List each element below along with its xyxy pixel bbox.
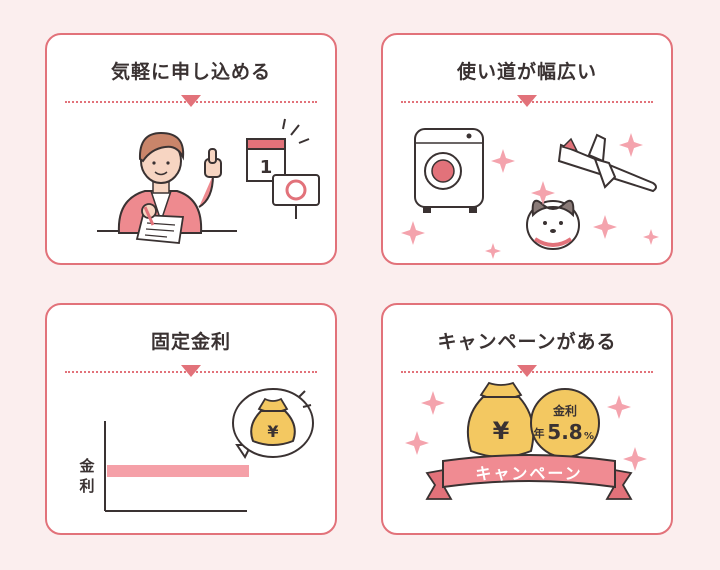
card-title: 使い道が幅広い bbox=[456, 61, 597, 83]
yen-symbol: ¥ bbox=[493, 417, 510, 445]
triangle-pointer-icon bbox=[181, 365, 201, 377]
card-title: キャンペーンがある bbox=[437, 331, 617, 353]
axis-label-bottom: 利 bbox=[79, 477, 94, 495]
campaign-ribbon-text: キャンペーン bbox=[475, 464, 582, 483]
yen-symbol: ¥ bbox=[267, 422, 278, 441]
calendar-day-number: 1 bbox=[260, 157, 273, 178]
triangle-pointer-icon bbox=[517, 365, 537, 377]
triangle-pointer-icon bbox=[181, 95, 201, 107]
card-easy-apply: 気軽に申し込める bbox=[45, 33, 337, 265]
card-campaign: キャンペーンがある ¥ 金利 年 5.8 % キャンペーン bbox=[381, 303, 673, 535]
badge-rate-unit: % bbox=[584, 431, 594, 442]
badge-rate-label: 金利 bbox=[552, 403, 577, 418]
badge-rate-value: 5.8 bbox=[547, 420, 582, 444]
card-fixed-rate: 固定金利 金 利 ¥ bbox=[45, 303, 337, 535]
card-title: 固定金利 bbox=[150, 331, 231, 353]
usage-examples-illustration bbox=[383, 111, 671, 263]
triangle-pointer-icon bbox=[517, 95, 537, 107]
card-versatile-use: 使い道が幅広い bbox=[381, 33, 673, 265]
fixed-rate-illustration: 金 利 ¥ bbox=[47, 381, 335, 533]
person-applying-illustration: 1 bbox=[47, 111, 335, 263]
card-title: 気軽に申し込める bbox=[110, 61, 271, 83]
badge-year-prefix: 年 bbox=[534, 426, 545, 440]
campaign-illustration: ¥ 金利 年 5.8 % キャンペーン bbox=[383, 381, 671, 533]
axis-label-top: 金 bbox=[78, 457, 95, 475]
